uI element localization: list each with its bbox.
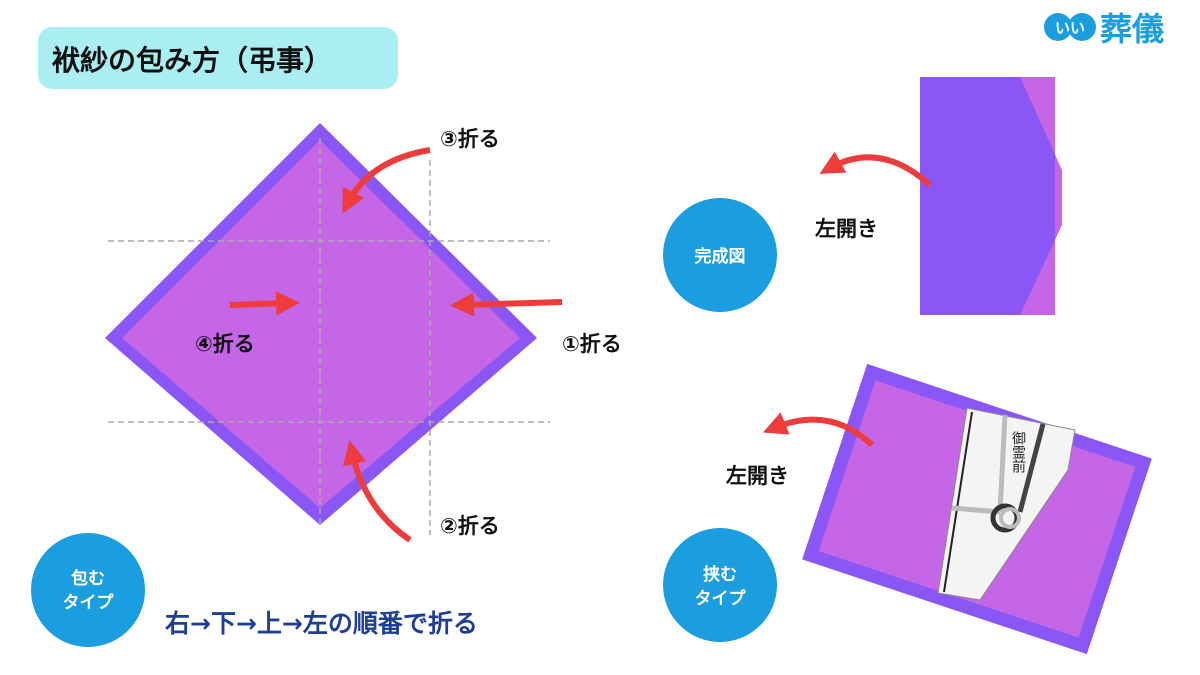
- logo: いい 葬儀: [1044, 10, 1164, 48]
- fold-arrow-4: [229, 291, 300, 316]
- fold-arrow-2: [342, 440, 412, 543]
- wrap-type-badge: [31, 533, 145, 647]
- sandwich-type-line2: タイプ: [695, 588, 747, 609]
- sandwich-type-line1: 挟む: [703, 564, 737, 585]
- step-2-label: ②折る: [440, 514, 500, 538]
- koden-envelope: 御霊前: [937, 407, 1076, 601]
- wrap-type-line2: タイプ: [63, 592, 115, 613]
- page-title: 袱紗の包み方（弔事）: [51, 44, 332, 77]
- logo-mark: いい: [1055, 19, 1085, 37]
- completed-badge-text: 完成図: [695, 246, 746, 267]
- sandwich-opening-label: 左開き: [726, 464, 789, 488]
- sandwich-open-arrow: [762, 412, 875, 448]
- completed-badge: [663, 198, 777, 312]
- step-3-label: ③折る: [440, 127, 500, 151]
- fold-arrow-1: [450, 292, 563, 317]
- completed-fukusa: [920, 77, 1055, 315]
- fold-sequence: 右→下→上→左の順番で折る: [165, 609, 478, 638]
- completed-fukusa-flap: [1020, 77, 1062, 315]
- logo-text: 葬儀: [1100, 10, 1164, 48]
- step-4-label: ④折る: [195, 332, 255, 356]
- envelope-text: 御霊前: [1010, 431, 1026, 474]
- fold-guide-lines: [108, 138, 550, 535]
- completed-open-arrow: [819, 151, 933, 188]
- completed-opening-label: 左開き: [815, 217, 878, 241]
- title-background: [38, 27, 398, 89]
- fukusa-diamond: [122, 140, 520, 508]
- wrap-type-line1: 包む: [71, 568, 105, 589]
- sandwich-type-badge: [663, 528, 777, 642]
- fold-arrow-3: [342, 147, 431, 214]
- step-1-label: ①折る: [562, 332, 622, 356]
